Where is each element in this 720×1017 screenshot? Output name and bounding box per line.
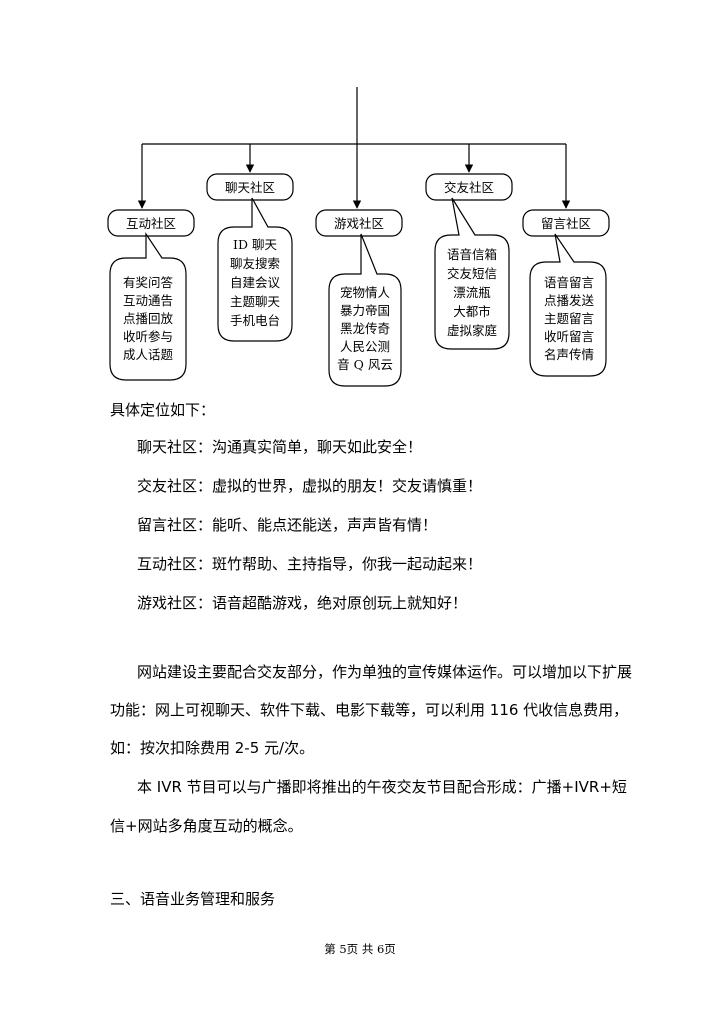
box-liaotian: 聊天社区	[206, 173, 294, 201]
callout-line: 名声传情	[544, 347, 594, 362]
position-hudong: 互动社区：斑竹帮助、主持指导，你我一起动起来！	[137, 555, 483, 573]
callout-line: 黑龙传奇	[340, 321, 390, 336]
callout-line: 漂流瓶	[453, 285, 491, 300]
box-jiaoyou: 交友社区	[425, 173, 513, 201]
box-youxi: 游戏社区	[315, 209, 403, 237]
callout-line: 交友短信	[447, 266, 497, 281]
box-liuyan: 留言社区	[522, 209, 610, 237]
position-liuyan: 留言社区：能听、能点还能送，声声皆有情！	[137, 516, 438, 534]
callout-line: 语音信箱	[447, 247, 497, 262]
callout-liuyan: 语音留言 点播发送 主题留言 收听留言 名声传情	[529, 233, 607, 377]
callout-line: 自建会议	[230, 275, 281, 290]
callout-line: 虚拟家庭	[447, 323, 498, 338]
box-label-hudong: 互动社区	[126, 216, 176, 231]
callout-line: 点播发送	[544, 293, 595, 308]
callout-line: 成人话题	[123, 347, 174, 362]
section-heading: 三、语音业务管理和服务	[110, 890, 276, 908]
callout-line: 主题聊天	[230, 294, 281, 309]
callout-line: 宠物情人	[340, 285, 391, 300]
callout-line: 手机电台	[230, 313, 280, 328]
callout-youxi: 宠物情人 暴力帝国 黑龙传奇 人民公测 音 Q 风云	[328, 233, 402, 387]
callout-line: ID 聊天	[233, 237, 277, 252]
callout-line: 人民公测	[340, 339, 390, 354]
community-structure-diagram: 互动社区 聊天社区 游戏社区 交友社区 留言社区 有奖问答 互动通告 点播回放 …	[107, 87, 610, 387]
position-youxi: 游戏社区：语音超酷游戏，绝对原创玩上就知好！	[137, 594, 468, 612]
box-label-youxi: 游戏社区	[334, 216, 384, 231]
callout-liaotian: ID 聊天 聊友搜索 自建会议 主题聊天 手机电台	[217, 197, 293, 342]
callout-line: 音 Q 风云	[337, 357, 393, 372]
intro-text: 具体定位如下：	[110, 401, 216, 419]
callout-jiaoyou: 语音信箱 交友短信 漂流瓶 大都市 虚拟家庭	[434, 197, 510, 350]
box-label-liuyan: 留言社区	[541, 216, 591, 231]
callout-line: 收听留言	[544, 329, 594, 344]
paragraph-ivr-line-2: 信+网站多角度互动的概念。	[110, 817, 303, 835]
page-footer: 第 5页 共 6页	[324, 942, 396, 956]
callout-line: 大都市	[453, 304, 491, 319]
callout-line: 聊友搜索	[230, 256, 280, 271]
connector-lines	[137, 87, 571, 209]
box-label-jiaoyou: 交友社区	[444, 180, 494, 195]
position-jiaoyou: 交友社区：虚拟的世界，虚拟的朋友！交友请慎重！	[137, 477, 483, 495]
box-label-liaotian: 聊天社区	[225, 180, 275, 195]
callout-line: 语音留言	[544, 275, 594, 290]
callout-line: 互动通告	[123, 293, 173, 308]
paragraph-website-line-2: 功能：网上可视聊天、软件下载、电影下载等，可以利用 116 代收信息费用，	[110, 701, 629, 719]
callout-line: 有奖问答	[123, 275, 174, 290]
callout-line: 暴力帝国	[340, 303, 390, 318]
paragraph-website-line-1: 网站建设主要配合交友部分，作为单独的宣传媒体运作。可以增加以下扩展	[137, 663, 633, 681]
callout-line: 主题留言	[544, 311, 594, 326]
callout-line: 收听参与	[123, 329, 173, 344]
box-hudong: 互动社区	[107, 209, 195, 237]
position-liaotian: 聊天社区：沟通真实简单，聊天如此安全！	[137, 438, 423, 456]
callout-line: 点播回放	[123, 311, 174, 326]
paragraph-ivr-line-1: 本 IVR 节目可以与广播即将推出的午夜交友节目配合形成：广播+IVR+短	[137, 778, 627, 796]
paragraph-website-line-3: 如：按次扣除费用 2-5 元/次。	[110, 739, 315, 757]
callout-hudong: 有奖问答 互动通告 点播回放 收听参与 成人话题	[109, 232, 187, 381]
